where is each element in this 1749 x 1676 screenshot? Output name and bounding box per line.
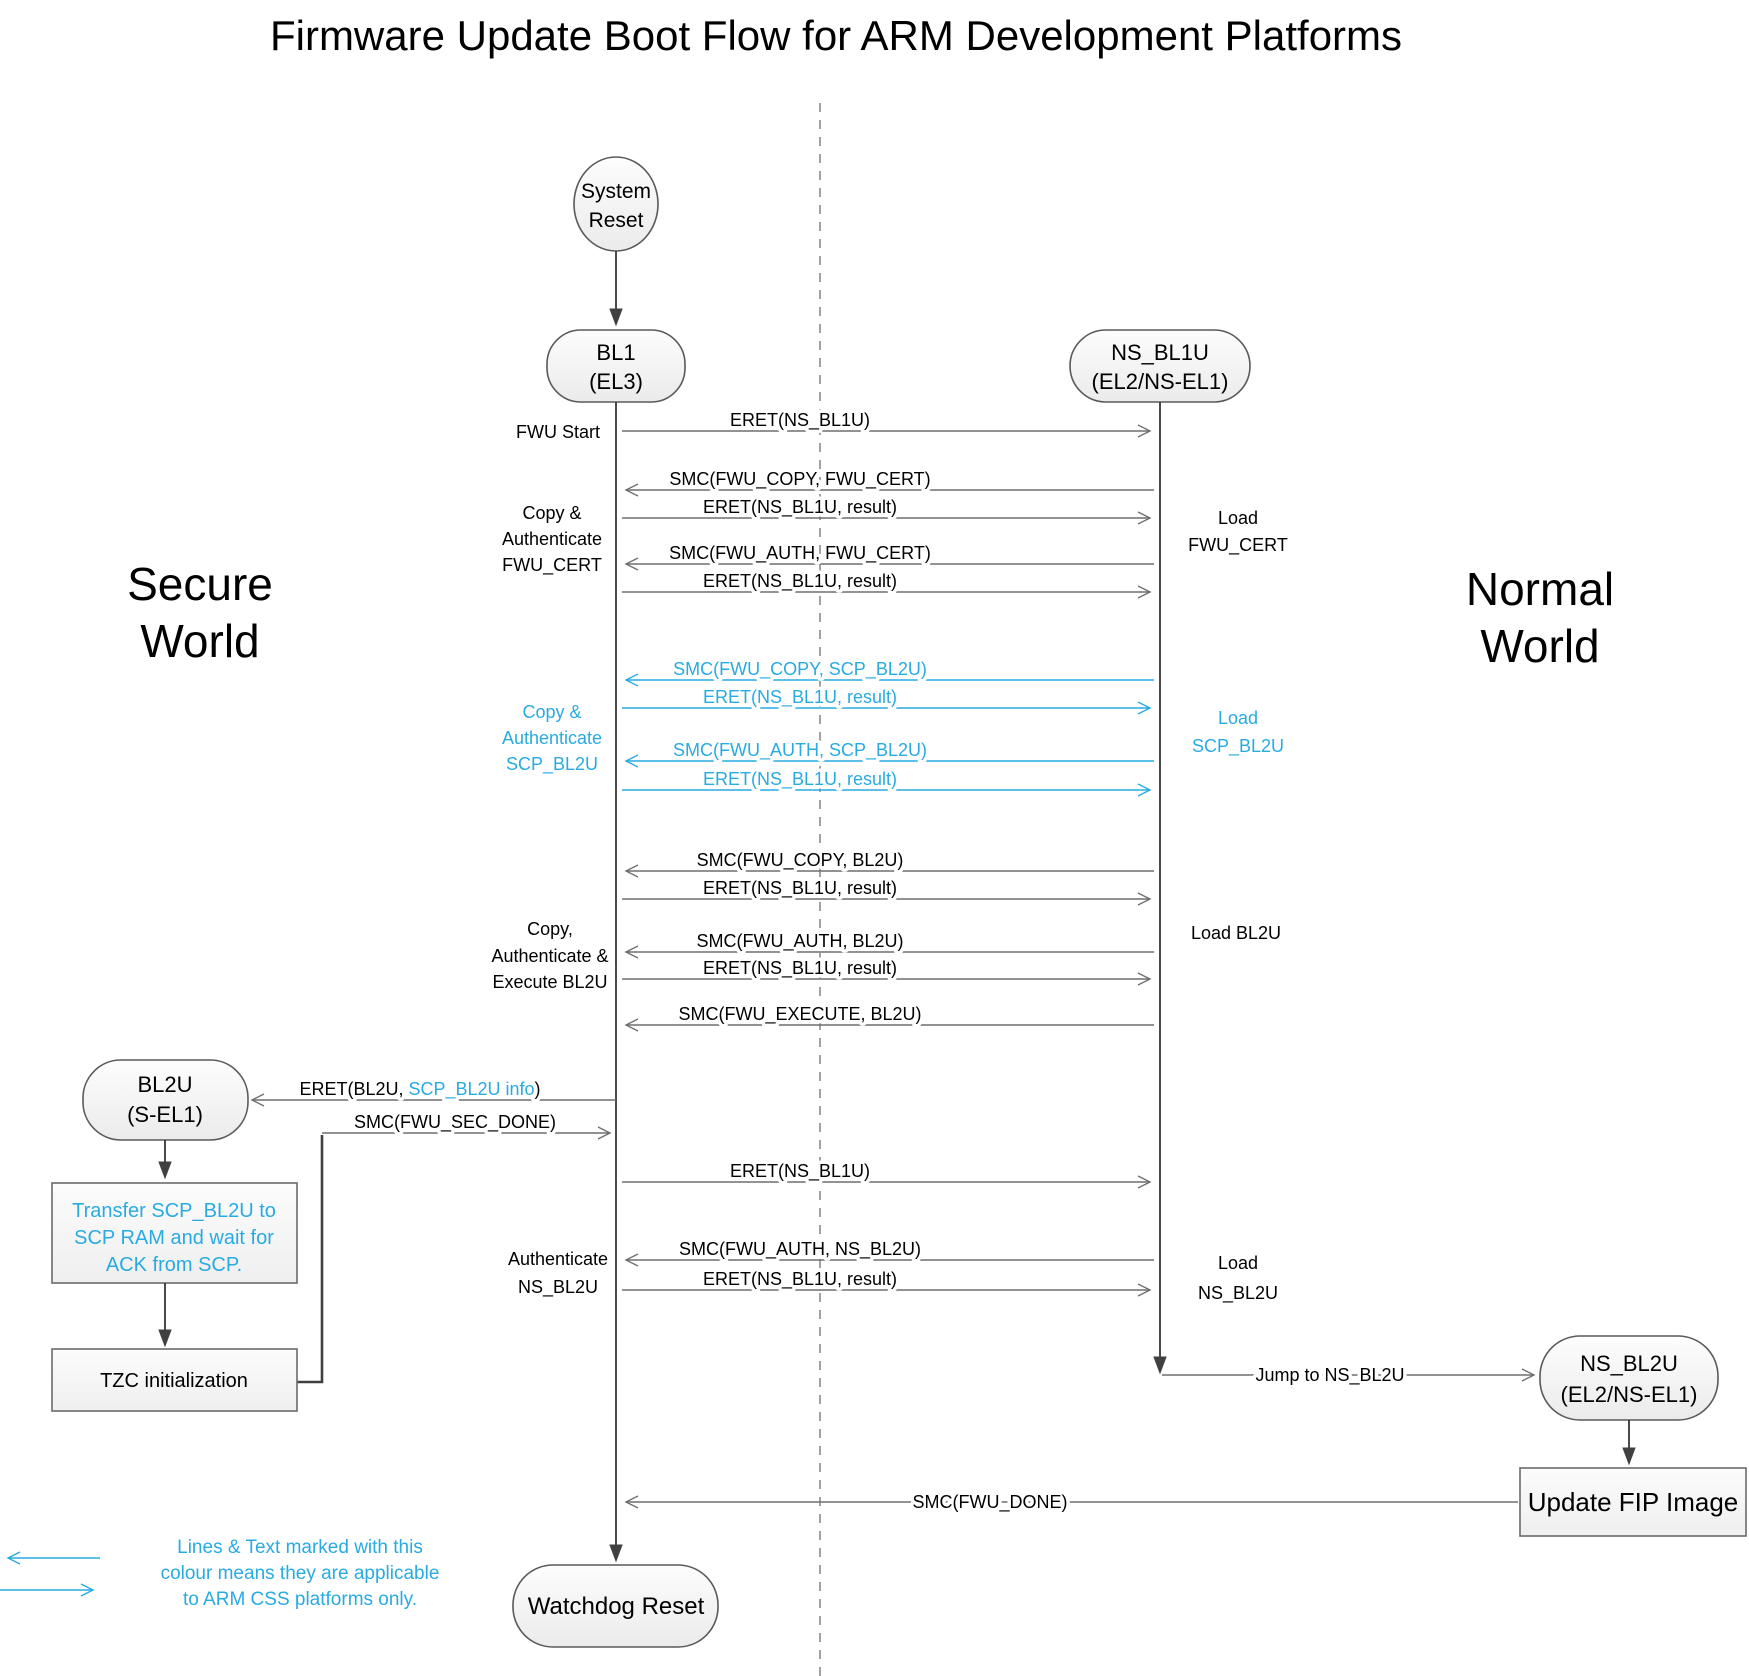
transfer-scp-line1: Transfer SCP_BL2U to xyxy=(72,1200,276,1222)
msg-smc-copy-bl2u: SMC(FWU_COPY, BL2U) xyxy=(697,850,904,871)
bl2u-line2: (S-EL1) xyxy=(127,1102,203,1127)
bl2u-line1: BL2U xyxy=(137,1072,192,1097)
msg-smc-auth-scp-bl2u: SMC(FWU_AUTH, SCP_BL2U) xyxy=(673,740,927,761)
update-fip-label: Update FIP Image xyxy=(1528,1487,1739,1517)
legend-line2: colour means they are applicable xyxy=(161,1563,440,1584)
msg-eret-bl2u: ERET(BL2U, SCP_BL2U info) xyxy=(299,1079,540,1100)
msg-smc-auth-ns-bl2u: SMC(FWU_AUTH, NS_BL2U) xyxy=(679,1239,921,1260)
label-copy-auth-scp-bl2u-1: Copy & xyxy=(522,702,581,722)
msg-eret-result-6: ERET(NS_BL1U, result) xyxy=(703,958,897,979)
tzc-shape xyxy=(51,1348,298,1412)
label-copy-auth-fwu-cert-3: FWU_CERT xyxy=(502,555,602,576)
tzc-label: TZC initialization xyxy=(100,1370,248,1392)
ns-bl1u-line1: NS_BL1U xyxy=(1111,340,1209,365)
msg-smc-execute-bl2u: SMC(FWU_EXECUTE, BL2U) xyxy=(678,1004,921,1025)
message-group: ERET(NS_BL1U) SMC(FWU_COPY, FWU_CERT) ER… xyxy=(250,407,1536,1517)
secure-world-line2: World xyxy=(140,615,259,667)
system-reset-line1: System xyxy=(581,180,651,203)
update-fip-shape xyxy=(1519,1467,1747,1537)
tzc-box: TZC initialization xyxy=(51,1348,298,1412)
secure-world-label: Secure World xyxy=(127,558,273,667)
msg-smc-fwu-done: SMC(FWU_DONE) xyxy=(913,1492,1068,1513)
bl1-line1: BL1 xyxy=(596,340,635,365)
msg-eret-result-1: ERET(NS_BL1U, result) xyxy=(703,497,897,518)
ns-bl2u-node: NS_BL2U (EL2/NS-EL1) xyxy=(1539,1335,1719,1421)
bl2u-node: BL2U (S-EL1) xyxy=(82,1059,249,1141)
watchdog-reset-shape xyxy=(512,1564,719,1648)
label-load-scp-bl2u-1: Load xyxy=(1218,708,1258,728)
secure-world-line1: Secure xyxy=(127,558,273,610)
label-load-bl2u: Load BL2U xyxy=(1191,923,1281,943)
left-side-labels: FWU Start Copy & Authenticate FWU_CERT C… xyxy=(491,422,608,1298)
watchdog-reset-node: Watchdog Reset xyxy=(512,1564,719,1648)
legend-line3: to ARM CSS platforms only. xyxy=(183,1589,417,1610)
msg-smc-auth-fwu-cert: SMC(FWU_AUTH, FWU_CERT) xyxy=(669,543,931,564)
bl1-node: BL1 (EL3) xyxy=(546,329,686,403)
msg-smc-copy-scp-bl2u: SMC(FWU_COPY, SCP_BL2U) xyxy=(673,659,927,680)
label-copy-auth-scp-bl2u-3: SCP_BL2U xyxy=(506,754,598,775)
ns-bl1u-line2: (EL2/NS-EL1) xyxy=(1092,369,1229,394)
label-copy-auth-exec-bl2u-1: Copy, xyxy=(527,919,573,939)
label-auth-ns-bl2u-2: NS_BL2U xyxy=(518,1277,598,1298)
right-side-labels: Load FWU_CERT Load SCP_BL2U Load BL2U Lo… xyxy=(1188,508,1288,1304)
transfer-scp-shape xyxy=(51,1182,298,1284)
transfer-scp-line2: SCP RAM and wait for xyxy=(74,1227,274,1249)
normal-world-line2: World xyxy=(1480,620,1599,672)
label-load-ns-bl2u-1: Load xyxy=(1218,1253,1258,1273)
label-copy-auth-exec-bl2u-2: Authenticate & xyxy=(491,946,608,966)
msg-smc-sec-done: SMC(FWU_SEC_DONE) xyxy=(354,1112,556,1133)
label-fwu-start: FWU Start xyxy=(516,422,600,442)
legend-line1: Lines & Text marked with this xyxy=(177,1537,423,1558)
label-copy-auth-fwu-cert-2: Authenticate xyxy=(502,529,602,549)
ns-bl2u-line2: (EL2/NS-EL1) xyxy=(1561,1382,1698,1407)
transfer-scp-line3: ACK from SCP. xyxy=(106,1254,242,1276)
msg-eret-result-3: ERET(NS_BL1U, result) xyxy=(703,687,897,708)
msg-smc-auth-bl2u: SMC(FWU_AUTH, BL2U) xyxy=(696,931,903,952)
update-fip-box: Update FIP Image xyxy=(1519,1467,1747,1537)
diagram-title: Firmware Update Boot Flow for ARM Develo… xyxy=(270,12,1402,59)
normal-world-label: Normal World xyxy=(1466,563,1614,672)
msg-eret-ns-bl1u-1: ERET(NS_BL1U) xyxy=(730,410,870,431)
msg-jump-ns-bl2u: Jump to NS_BL2U xyxy=(1255,1365,1404,1386)
legend: Lines & Text marked with this colour mea… xyxy=(0,1537,439,1610)
ns-bl1u-node: NS_BL1U (EL2/NS-EL1) xyxy=(1069,329,1251,403)
watchdog-reset-label: Watchdog Reset xyxy=(528,1593,705,1620)
msg-smc-copy-fwu-cert: SMC(FWU_COPY, FWU_CERT) xyxy=(669,469,930,490)
ns-bl2u-line1: NS_BL2U xyxy=(1580,1351,1678,1376)
label-auth-ns-bl2u-1: Authenticate xyxy=(508,1249,608,1269)
msg-eret-result-4: ERET(NS_BL1U, result) xyxy=(703,769,897,790)
label-load-ns-bl2u-2: NS_BL2U xyxy=(1198,1283,1278,1304)
ns-bl2u-shape xyxy=(1539,1335,1719,1421)
msg-eret-result-5: ERET(NS_BL1U, result) xyxy=(703,878,897,899)
label-copy-auth-fwu-cert-1: Copy & xyxy=(522,503,581,523)
normal-world-line1: Normal xyxy=(1466,563,1614,615)
label-load-scp-bl2u-2: SCP_BL2U xyxy=(1192,736,1284,757)
system-reset-node: System Reset xyxy=(573,156,659,252)
label-copy-auth-exec-bl2u-3: Execute BL2U xyxy=(492,972,607,992)
msg-eret-ns-bl1u-2: ERET(NS_BL1U) xyxy=(730,1161,870,1182)
system-reset-shape xyxy=(573,156,659,252)
msg-eret-result-7: ERET(NS_BL1U, result) xyxy=(703,1269,897,1290)
tzc-to-smc-elbow-connector xyxy=(297,1135,324,1384)
label-load-fwu-cert-1: Load xyxy=(1218,508,1258,528)
system-reset-line2: Reset xyxy=(589,209,644,232)
label-copy-auth-scp-bl2u-2: Authenticate xyxy=(502,728,602,748)
transfer-scp-box: Transfer SCP_BL2U to SCP RAM and wait fo… xyxy=(51,1182,298,1284)
label-load-fwu-cert-2: FWU_CERT xyxy=(1188,535,1288,556)
msg-eret-result-2: ERET(NS_BL1U, result) xyxy=(703,571,897,592)
bl1-line2: (EL3) xyxy=(589,369,643,394)
